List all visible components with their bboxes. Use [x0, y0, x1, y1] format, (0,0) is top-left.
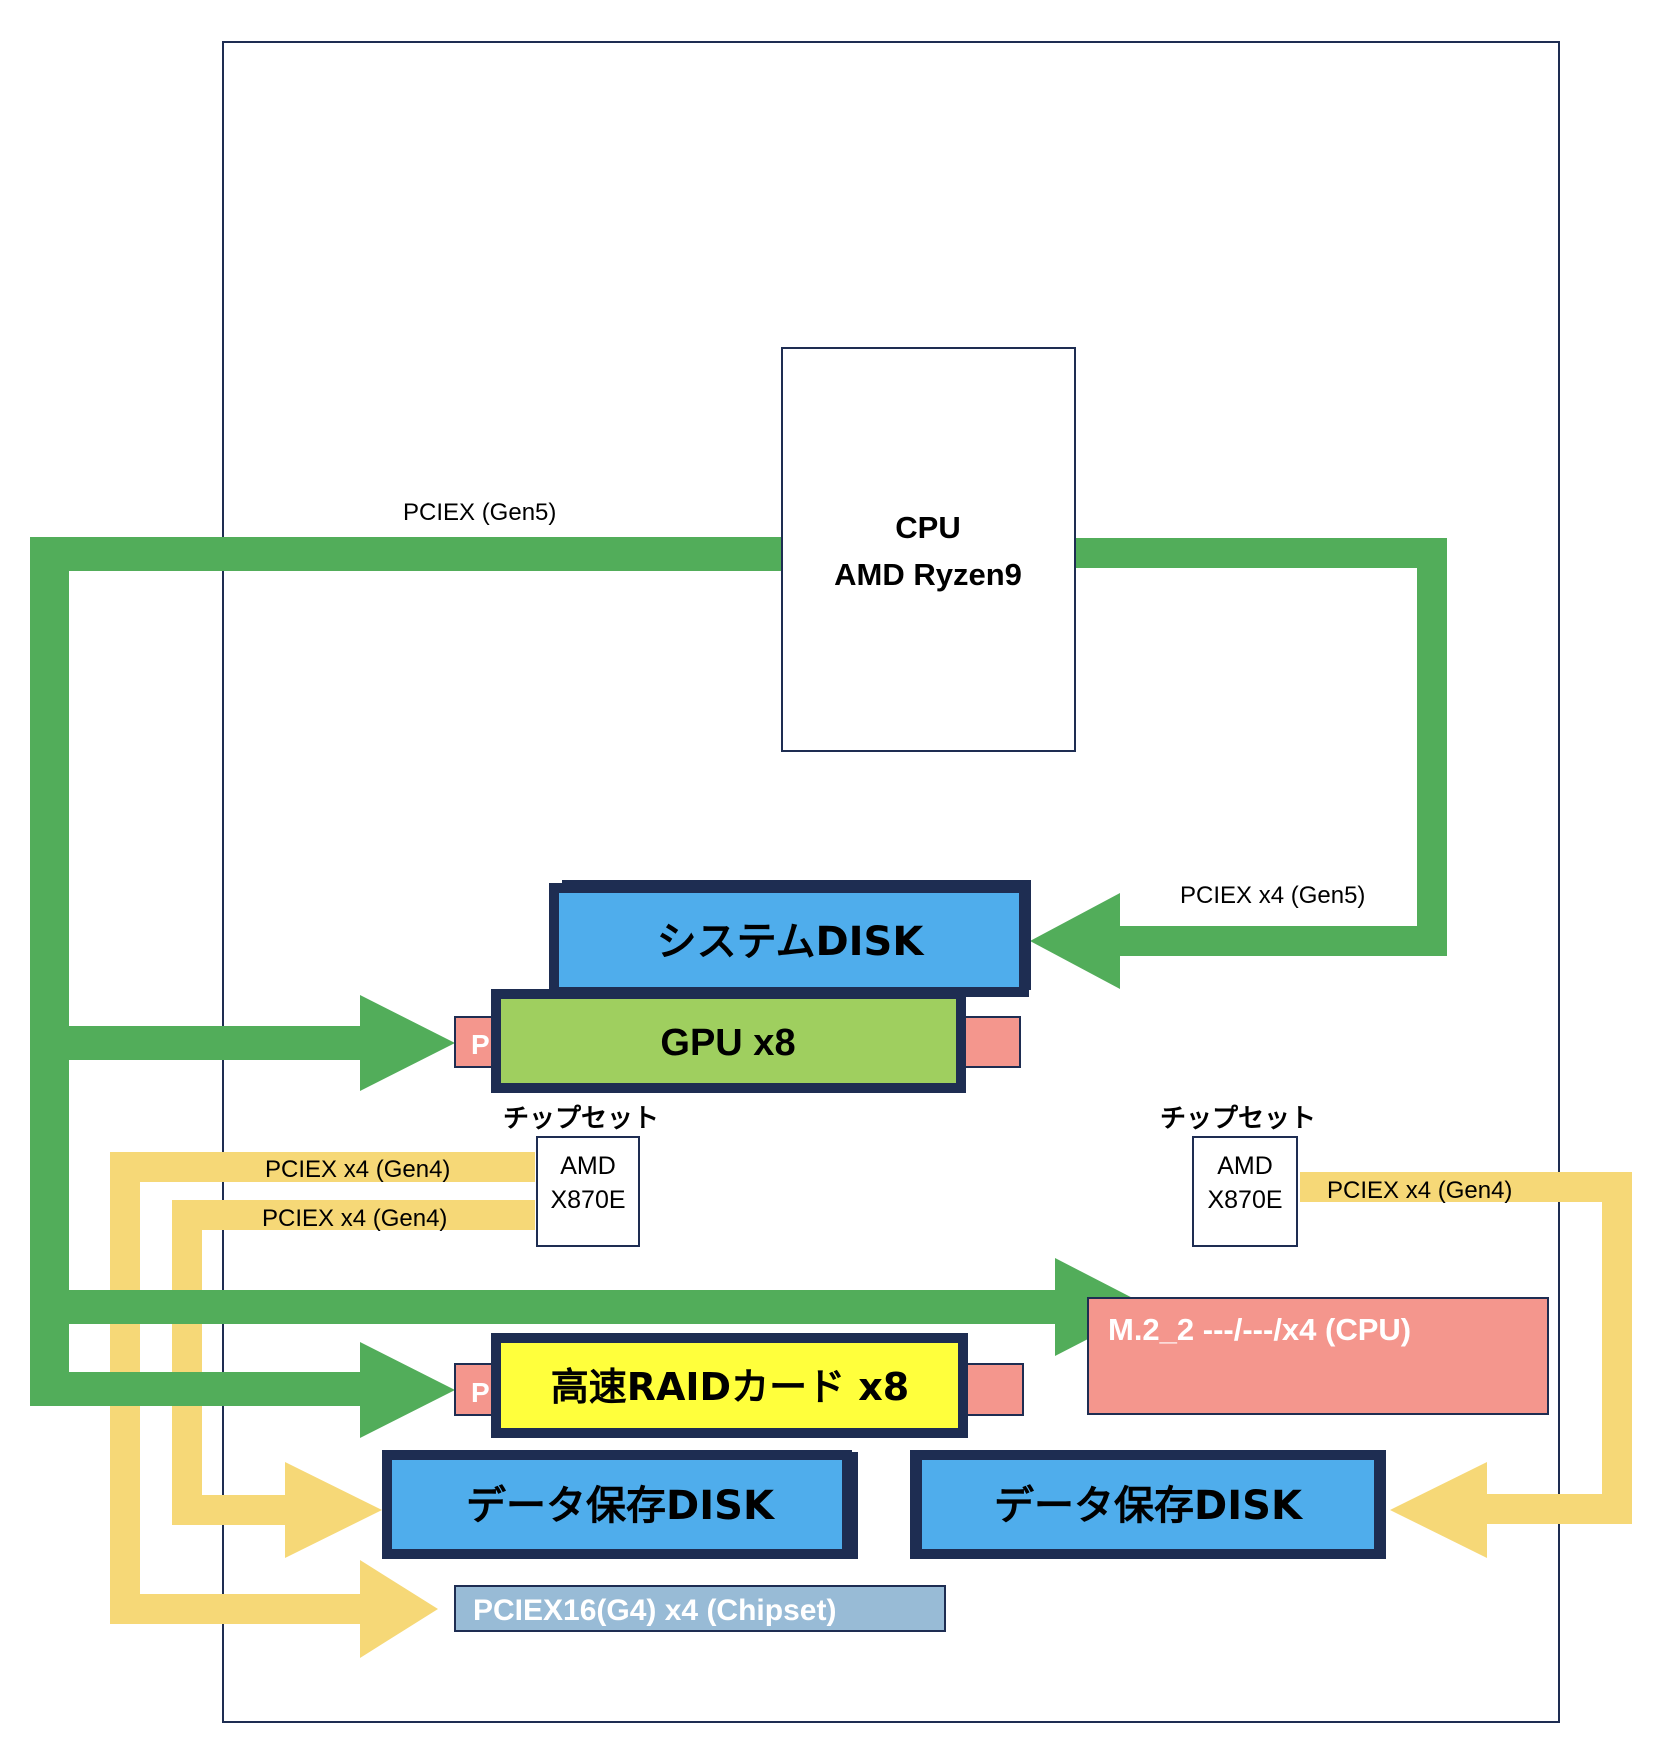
gen5-branch-raid	[30, 1372, 370, 1406]
gen4-links	[110, 1152, 1632, 1658]
data-disk-left-label: データ保存DISK	[466, 1483, 776, 1529]
gen5-arrowhead-system-disk	[1030, 893, 1120, 989]
gen4-arrowhead-pciex16	[360, 1560, 438, 1658]
gen4-arrowhead-left-disk	[285, 1462, 382, 1558]
chipset-right-box	[1192, 1136, 1298, 1247]
label-pciex-x4-gen4-left-bottom: PCIEX x4 (Gen4)	[262, 1205, 447, 1232]
m2-slot	[1087, 1297, 1549, 1415]
chipset-left-model: X870E	[550, 1186, 625, 1214]
system-disk-label: システムDISK	[657, 919, 926, 965]
chipset-left-caption: チップセット	[503, 1104, 659, 1134]
raid-slot-stub-label: P	[471, 1377, 490, 1408]
gen5-branch-m2	[30, 1290, 1060, 1324]
raid-card	[491, 1333, 968, 1438]
gen4-right-bottom	[1480, 1494, 1632, 1524]
gen5-inner-vertical	[64, 537, 69, 1406]
label-pciex-x4-gen4-right: PCIEX x4 (Gen4)	[1327, 1177, 1512, 1204]
gpu-label: GPU x8	[660, 1022, 795, 1064]
gen4-arrowhead-right-disk	[1390, 1462, 1487, 1558]
gen4-right-vertical	[1602, 1172, 1632, 1524]
gen5-top-horizontal	[30, 537, 785, 571]
gen4-outer-bottom	[110, 1594, 370, 1624]
pciex16-slot	[454, 1585, 946, 1632]
cpu-label: CPU	[895, 510, 960, 545]
gpu-card	[491, 989, 966, 1093]
gen4-inner-top	[172, 1200, 535, 1230]
gen5-branch-gpu	[30, 1026, 370, 1060]
label-pciex-x4-gen4-left-top: PCIEX x4 (Gen4)	[265, 1156, 450, 1183]
raid-label: 高速RAIDカード x8	[551, 1365, 910, 1409]
label-pciex-gen5: PCIEX (Gen5)	[403, 499, 556, 526]
label-pciex-x4-gen5: PCIEX x4 (Gen5)	[1180, 882, 1365, 909]
gen4-right-top	[1300, 1172, 1632, 1202]
data-disk-left-card	[382, 1450, 852, 1559]
gen5-outer-vertical	[30, 537, 64, 1406]
cpu-box	[781, 347, 1076, 752]
gen4-outer-top	[110, 1152, 535, 1182]
m2-slot-label: M.2_2 ---/---/x4 (CPU)	[1108, 1312, 1411, 1347]
gen5-arrowhead-raid	[360, 1342, 455, 1438]
gen5-right-bottom	[1110, 926, 1447, 956]
chipset-left-box	[536, 1136, 640, 1247]
pciex16-slot-label: PCIEX16(G4) x4 (Chipset)	[473, 1594, 836, 1627]
gpu-slot-stub-label: P	[471, 1029, 490, 1060]
gen5-right-vertical	[1417, 538, 1447, 956]
gen4-inner-vertical	[172, 1200, 202, 1525]
chipset-right-vendor: AMD	[1217, 1152, 1273, 1180]
chipset-right-model: X870E	[1207, 1186, 1282, 1214]
data-disk-right-label: データ保存DISK	[994, 1483, 1304, 1529]
cpu-model-label: AMD Ryzen9	[834, 557, 1022, 592]
gen5-right-horizontal	[1075, 538, 1447, 568]
data-disk-right-card	[912, 1450, 1384, 1559]
gen4-inner-bottom	[172, 1495, 292, 1525]
chipset-right-caption: チップセット	[1160, 1104, 1316, 1134]
motherboard-outline	[222, 41, 1560, 1723]
system-disk-card	[549, 883, 1029, 997]
gen5-arrowhead-gpu	[360, 995, 455, 1091]
chipset-left-vendor: AMD	[560, 1152, 616, 1180]
